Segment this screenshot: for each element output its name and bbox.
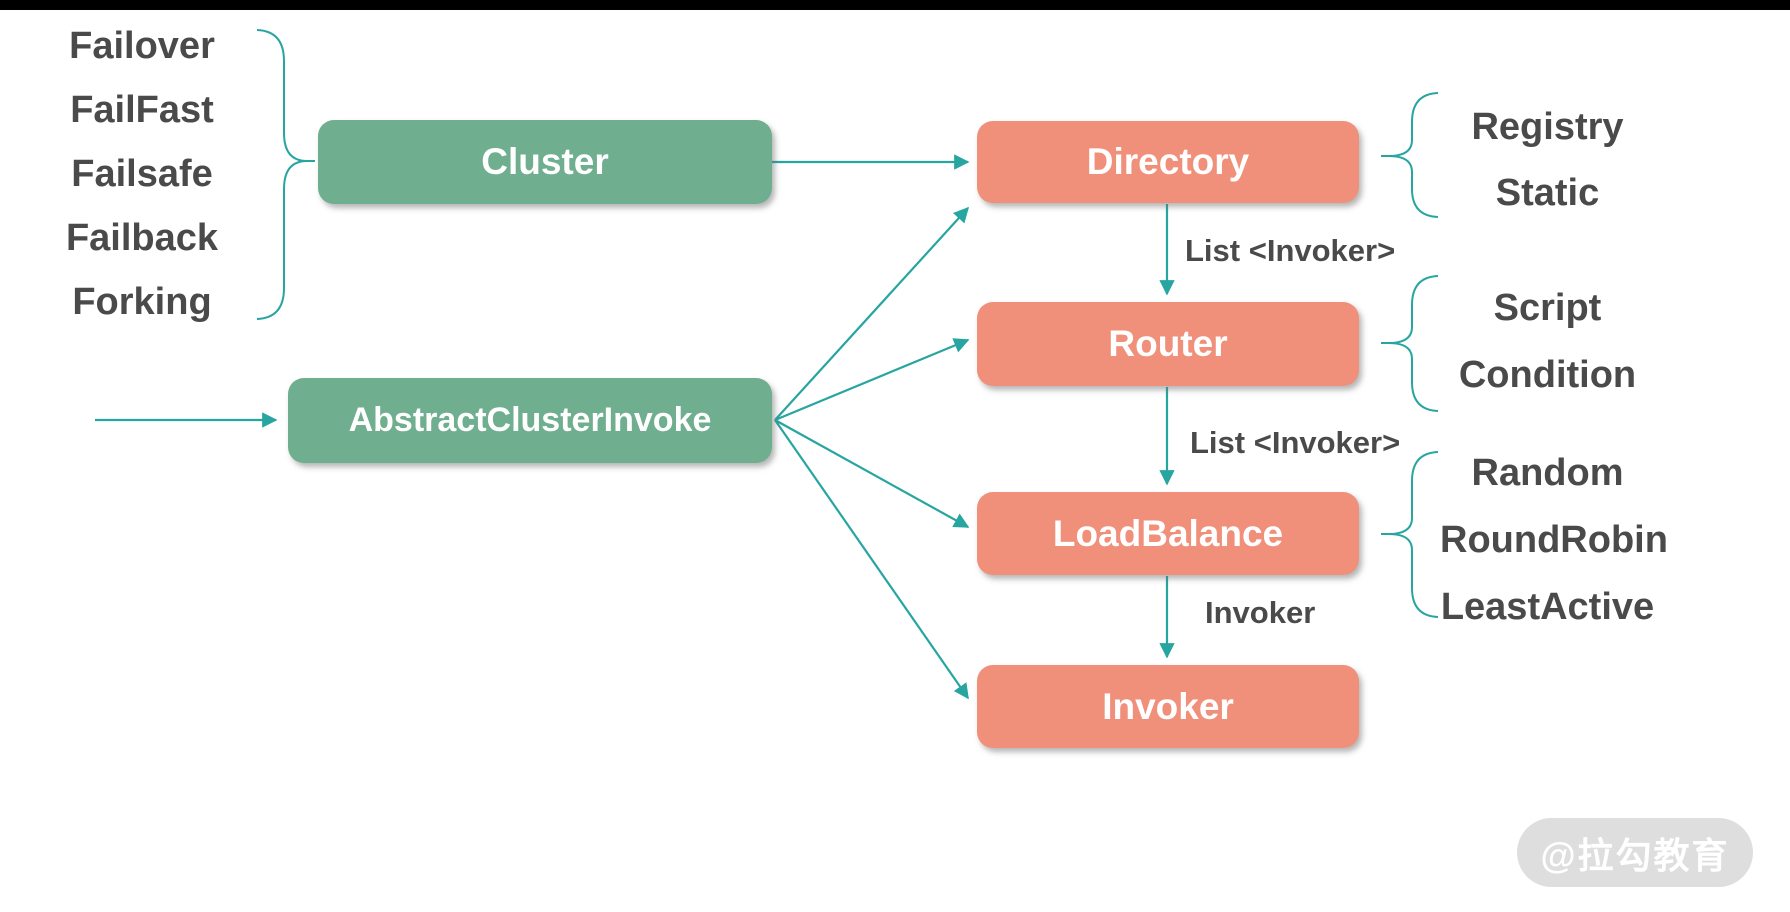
- router-type-script: Script: [1493, 287, 1602, 329]
- top-bar: [0, 0, 1790, 10]
- router-type-condition: Condition: [1458, 354, 1637, 396]
- directory-types-brace: [1381, 92, 1439, 218]
- arrow-aci-to-invoker: [774, 419, 969, 700]
- strategy-failback: Failback: [65, 217, 219, 259]
- strategy-forking: Forking: [72, 281, 212, 323]
- invoker-node: Invoker: [977, 665, 1359, 748]
- watermark-badge: @拉勾教育: [1517, 818, 1753, 887]
- abstract-cluster-invoke-node: AbstractClusterInvoke: [288, 378, 772, 463]
- cluster-strategies-brace: [256, 29, 315, 320]
- loadbalance-type-random: Random: [1471, 452, 1624, 494]
- directory-type-registry: Registry: [1471, 106, 1624, 148]
- edge-label-loadbalance-invoker: Invoker: [1205, 595, 1316, 630]
- loadbalance-types-brace: [1381, 451, 1439, 618]
- arrow-aci-to-directory: [774, 206, 970, 421]
- loadbalance-type-roundrobin: RoundRobin: [1440, 519, 1668, 561]
- edge-label-router-loadbalance: List <Invoker>: [1190, 425, 1401, 460]
- router-node: Router: [977, 302, 1359, 386]
- router-types-brace: [1381, 275, 1439, 412]
- strategy-failover: Failover: [69, 25, 215, 67]
- arrow-aci-to-router: [774, 338, 970, 422]
- watermark-text: @拉勾教育: [1540, 834, 1730, 876]
- cluster-node: Cluster: [318, 120, 772, 204]
- strategy-failfast: FailFast: [70, 89, 214, 131]
- edge-label-directory-router: List <Invoker>: [1185, 233, 1396, 268]
- loadbalance-node: LoadBalance: [977, 492, 1359, 575]
- loadbalance-type-leastactive: LeastActive: [1440, 586, 1655, 628]
- strategy-failsafe: Failsafe: [71, 153, 213, 195]
- arrow-aci-to-loadbalance: [774, 419, 970, 528]
- cluster-strategy-list: Failover FailFast Failsafe Failback Fork…: [58, 14, 226, 334]
- directory-node: Directory: [977, 121, 1359, 203]
- directory-type-static: Static: [1495, 172, 1600, 214]
